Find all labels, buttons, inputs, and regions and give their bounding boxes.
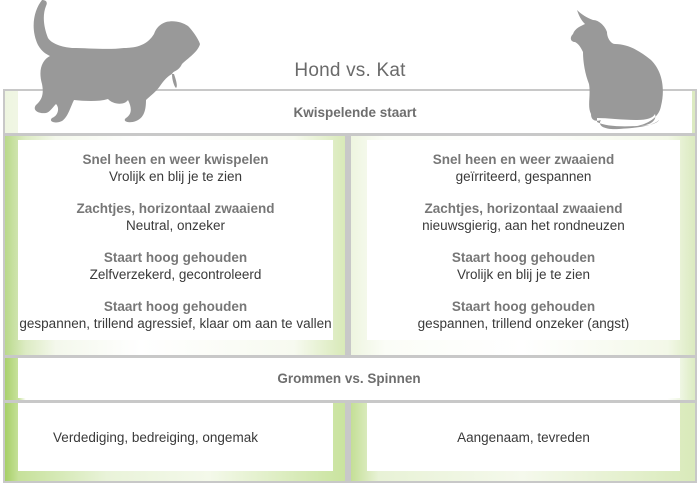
behavior-meaning: Zelfverzekerd, gecontroleerd	[89, 267, 262, 282]
behavior-label: Zachtjes, horizontaal zwaaiend	[424, 201, 623, 216]
comparison-table: Kwispelende staart Snel heen en weer kwi…	[3, 89, 697, 483]
dog-growl-meaning: Verdediging, bedreiging, ongemak	[53, 429, 258, 445]
behavior-meaning: gespannen, trillend onzeker (angst)	[417, 316, 630, 331]
behavior-label: Staart hoog gehouden	[451, 250, 596, 265]
section-header-row-growl: Grommen vs. Spinnen	[5, 358, 695, 400]
behavior-meaning: Vrolijk en blij je te zien	[456, 267, 591, 282]
section-header-growl: Grommen vs. Spinnen	[277, 370, 421, 386]
dog-tail-cell: Snel heen en weer kwispelen Vrolijk en b…	[5, 136, 345, 355]
cat-growl-cell: Aangenaam, tevreden	[351, 403, 695, 481]
behavior-label: Staart hoog gehouden	[451, 299, 596, 314]
cat-tail-item: Snel heen en weer zwaaiend geïrriteerd, …	[367, 151, 680, 185]
section-header-row-tail: Kwispelende staart	[5, 91, 695, 133]
dog-tail-item: Zachtjes, horizontaal zwaaiend Neutral, …	[18, 200, 333, 234]
cat-tail-item: Staart hoog gehouden Vrolijk en blij je …	[367, 249, 680, 283]
cat-tail-item: Zachtjes, horizontaal zwaaiend nieuwsgie…	[367, 200, 680, 234]
cat-tail-cell: Snel heen en weer zwaaiend geïrriteerd, …	[351, 136, 695, 355]
behavior-meaning: Neutral, onzeker	[125, 218, 226, 233]
cat-growl-meaning: Aangenaam, tevreden	[457, 429, 590, 445]
dog-tail-item: Snel heen en weer kwispelen Vrolijk en b…	[18, 151, 333, 185]
behavior-label: Staart hoog gehouden	[103, 299, 248, 314]
behavior-meaning: geïrriteerd, gespannen	[455, 169, 592, 184]
cat-tail-item: Staart hoog gehouden gespannen, trillend…	[367, 298, 680, 332]
dog-silhouette-icon	[33, 0, 201, 123]
behavior-label: Staart hoog gehouden	[103, 250, 248, 265]
section-header-tail: Kwispelende staart	[293, 104, 417, 120]
dog-tail-item: Staart hoog gehouden gespannen, trillend…	[18, 298, 333, 332]
dog-growl-cell: Verdediging, bedreiging, ongemak	[5, 403, 345, 481]
behavior-meaning: gespannen, trillend agressief, klaar om …	[19, 316, 332, 331]
behavior-meaning: nieuwsgierig, aan het rondneuzen	[422, 218, 625, 233]
dog-tail-item: Staart hoog gehouden Zelfverzekerd, geco…	[18, 249, 333, 283]
behavior-meaning: Vrolijk en blij je te zien	[108, 169, 243, 184]
page-title: Hond vs. Kat	[294, 60, 406, 81]
behavior-label: Snel heen en weer zwaaiend	[432, 152, 615, 167]
behavior-label: Snel heen en weer kwispelen	[82, 152, 269, 167]
behavior-label: Zachtjes, horizontaal zwaaiend	[76, 201, 275, 216]
cat-silhouette-icon	[570, 10, 663, 130]
